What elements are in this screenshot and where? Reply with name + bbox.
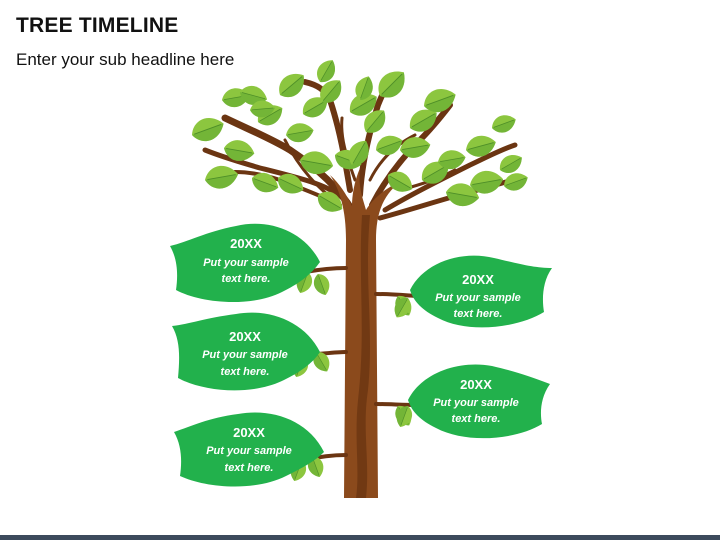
leaf [313,274,330,296]
leaf [250,100,276,118]
milestone-leaf [408,364,550,439]
milestone-leaf [410,255,552,328]
milestone-text-line2: text here. [222,273,271,285]
milestone-3: 20XX Put your sample text here. [174,412,324,487]
leaf [302,97,328,118]
leaf [470,170,504,194]
milestone-year: 20XX [462,272,494,287]
leaf [279,73,304,98]
milestone-1: 20XX Put your sample text here. [170,223,320,303]
milestone-year: 20XX [229,329,261,344]
leaf [224,140,255,161]
page-title: TREE TIMELINE [16,14,179,37]
leaf [317,60,336,83]
leaf [348,140,369,166]
leaf [192,118,224,142]
leaf [355,76,373,100]
leaf [205,165,239,189]
leaf [409,109,437,132]
leaf [376,135,403,156]
branch [382,142,518,213]
leaf [317,191,343,212]
leaf [364,110,386,133]
milestone-text-line1: Put your sample [435,292,521,304]
leaf [504,173,528,191]
leaf [438,150,466,170]
leaf [492,115,516,133]
milestone-text-line1: Put your sample [206,445,292,457]
milestone-leaf [174,412,324,487]
leaf [387,171,413,192]
milestone-year: 20XX [233,425,265,440]
footer-bar [0,535,720,540]
leaf [286,123,314,143]
crown-leaves [192,60,528,212]
milestone-year: 20XX [230,236,262,251]
milestone-text-line2: text here. [454,308,503,320]
page-subtitle: Enter your sub headline here [16,50,235,69]
milestone-leaf [172,312,320,391]
milestone-leaf [170,223,320,303]
leaf [424,89,456,113]
milestone-5: 20XX Put your sample text here. [408,364,550,439]
milestone-4: 20XX Put your sample text here. [410,255,552,328]
tree-trunk-shade [356,215,370,498]
leaf [400,137,431,158]
leaf [277,173,304,194]
milestone-year: 20XX [460,377,492,392]
leaf [378,71,405,98]
leaf [394,297,411,318]
leaf [421,161,449,184]
leaf [499,154,522,173]
branch [340,116,357,182]
milestone-text-line1: Put your sample [433,397,519,409]
branch [202,147,348,203]
leaf [300,151,334,175]
leaf [446,183,480,207]
leaf [396,406,413,428]
leaf [313,351,330,372]
leaf [466,135,496,157]
leaf [320,80,342,103]
milestone-text-line2: text here. [221,366,270,378]
milestone-2: 20XX Put your sample text here. [172,312,320,391]
leaf [349,93,377,116]
milestone-text-line1: Put your sample [203,257,289,269]
milestone-text-line2: text here. [452,413,501,425]
milestone-text-line2: text here. [225,462,274,474]
leaf [252,172,279,193]
milestone-text-line1: Put your sample [202,349,288,361]
